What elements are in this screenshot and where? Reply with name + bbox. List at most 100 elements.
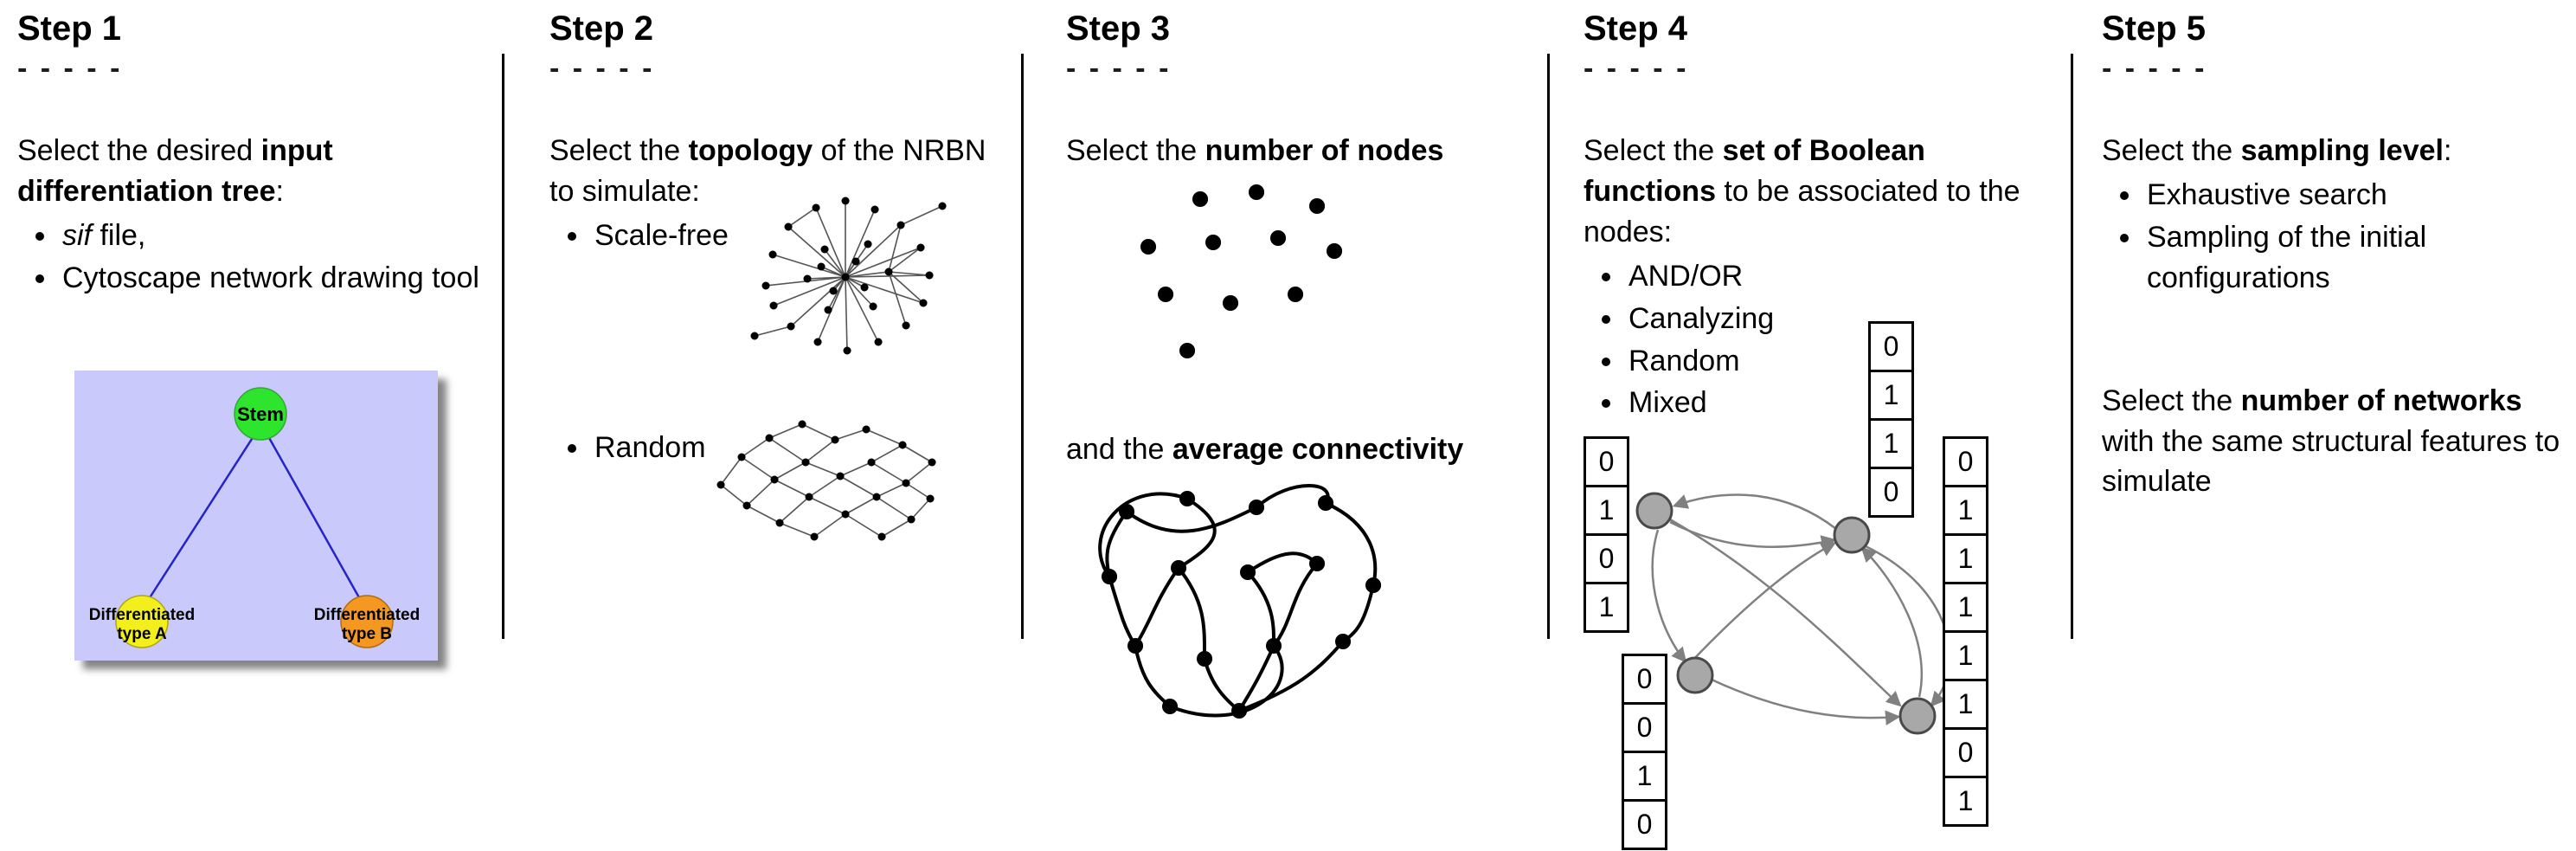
type-a-label-line2: type A (117, 625, 167, 643)
truth-table-cell: 1 (1943, 630, 1988, 681)
truth-table-cell: 1 (1943, 485, 1988, 536)
bullet-label: Cytoscape network drawing tool (62, 261, 479, 294)
network-arrow (1865, 545, 1951, 707)
step-5-intro: Select the sampling level: (2102, 131, 2569, 171)
column-divider (1547, 54, 1550, 639)
dashed-separator: - - - - - (1584, 52, 1689, 85)
connectivity-nodes (1102, 491, 1382, 719)
step-4-intro: Select the set of Boolean functions to b… (1584, 131, 2058, 253)
bullet-label: Random (1628, 344, 1740, 377)
step-title: Step 5 (2102, 10, 2207, 48)
intro-text: Select the (2102, 134, 2241, 167)
intro-text: Select the (1066, 134, 1205, 167)
intro-text: : (2443, 134, 2452, 167)
step-5-column: Step 5 - - - - - Select the sampling lev… (2102, 9, 2569, 502)
bullet-label: Sampling of the initial configurations (2147, 220, 2427, 294)
intro-bold-text: number of nodes (1204, 134, 1444, 167)
intro-text: to be associated to the nodes: (1584, 174, 2020, 248)
bullet-label: Canalyzing (1628, 301, 1775, 335)
type-b-label-line2: type B (342, 625, 392, 643)
bullet-label: Random (594, 431, 706, 464)
bullet-scale-free: Scale-free (591, 216, 999, 256)
truth-table-cell: 0 (1868, 321, 1914, 372)
bullet-mixed: Mixed (1625, 383, 2058, 423)
bullet-canalyzing: Canalyzing (1625, 299, 2058, 339)
intro-text: Select the (1584, 134, 1723, 167)
sif-italic: sif (62, 218, 92, 252)
truth-table-cell: 1 (1943, 679, 1988, 730)
network-arrow (1690, 542, 1837, 663)
bullet-list: Random (549, 426, 706, 470)
type-b-node (340, 595, 394, 648)
tree-edge (147, 435, 255, 600)
type-a-node (115, 595, 169, 648)
step-5-second: Select the number of networks with the s… (2102, 381, 2569, 503)
truth-table-cell: 1 (1943, 776, 1988, 827)
step-title: Step 1 (17, 10, 122, 48)
truth-table-cell: 1 (1943, 533, 1988, 584)
scale-free-network-figure (750, 197, 947, 355)
truth-table-cell: 0 (1584, 436, 1629, 487)
stem-node (234, 387, 287, 441)
step-3-intro: Select the number of nodes (1066, 131, 1540, 171)
truth-table-bottom: 0 0 1 0 (1622, 654, 1667, 850)
truth-table-cell: 1 (1584, 485, 1629, 536)
bullet-list: Exhaustive search Sampling of the initia… (2102, 175, 2569, 299)
step-title: Step 3 (1066, 10, 1171, 48)
bullet-list: AND/OR Canalyzing Random Mixed (1584, 256, 2058, 424)
boolean-network-graph (1635, 492, 1951, 735)
column-divider (2071, 54, 2073, 639)
column-divider (1021, 54, 1024, 639)
bullet-label: Exhaustive search (2147, 177, 2387, 211)
intro-bold-text: topology (688, 134, 813, 167)
dashed-separator: - - - - - (1066, 52, 1172, 85)
truth-table-cell: 0 (1622, 654, 1667, 705)
nodes-dots-figure (1140, 184, 1343, 358)
bullet-label: AND/OR (1628, 259, 1744, 293)
truth-table-left: 0 1 0 1 (1584, 436, 1629, 633)
gene-node (1833, 516, 1871, 554)
step-2-intro: Select the topology of the NRBN to simul… (549, 131, 999, 212)
truth-table-cell: 0 (1943, 436, 1988, 487)
truth-table-cell: 0 (1622, 702, 1667, 753)
bullet-list: sif file, Cytoscape network drawing tool (17, 216, 491, 299)
step-1-intro: Select the desired input differentiation… (17, 131, 491, 212)
random-edges (720, 423, 933, 538)
truth-table-cell: 0 (1868, 467, 1914, 518)
intro-bold-text: input differentiation tree (17, 134, 333, 208)
intro-bold-text: average connectivity (1172, 433, 1464, 466)
truth-table-cell: 0 (1943, 727, 1988, 778)
truth-table-cell: 0 (1622, 799, 1667, 850)
bullet-list: Scale-free (549, 216, 999, 256)
scale-free-nodes (750, 197, 947, 355)
differentiation-tree-figure: Stem Differentiated type A Differentiate… (74, 371, 438, 661)
intro-text: with the same structural features to sim… (2102, 424, 2560, 499)
truth-table-right: 0 1 1 1 1 1 0 1 (1943, 436, 1988, 827)
dashed-separator: - - - - - (17, 52, 123, 85)
node-dots (1140, 184, 1343, 358)
truth-table-cell: 1 (1868, 370, 1914, 421)
bullet-label: Scale-free (594, 218, 729, 252)
step-1-column: Step 1 - - - - - Select the desired inpu… (17, 9, 491, 661)
bullet-and-or: AND/OR (1625, 256, 2058, 297)
network-arrow (1669, 518, 1902, 707)
gene-node (1635, 492, 1673, 530)
truth-table-top: 0 1 1 0 (1868, 321, 1914, 518)
connectivity-edges (1098, 484, 1378, 718)
network-arrow (1672, 493, 1837, 530)
gene-node (1898, 697, 1937, 735)
network-arrow (1860, 546, 1924, 698)
truth-table-cell: 1 (1584, 582, 1629, 633)
step-2-column: Step 2 - - - - - Select the topology of … (549, 9, 999, 541)
connectivity-graph-figure (1098, 484, 1382, 719)
type-a-label-line1: Differentiated (89, 606, 195, 624)
random-nodes (716, 420, 936, 541)
step-title: Step 2 (549, 10, 654, 48)
bullet-cytoscape: Cytoscape network drawing tool (59, 258, 491, 299)
bullet-exhaustive-search: Exhaustive search (2143, 175, 2569, 216)
truth-table-cell: 1 (1868, 418, 1914, 469)
bullet-label: file, (92, 218, 146, 252)
truth-table-cell: 0 (1584, 533, 1629, 584)
type-b-label-line1: Differentiated (314, 606, 420, 624)
